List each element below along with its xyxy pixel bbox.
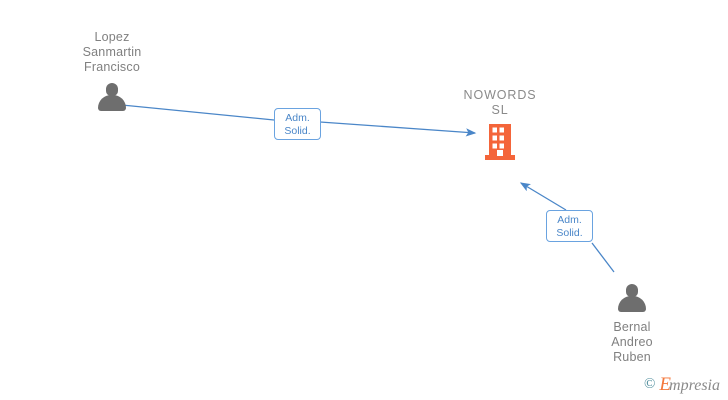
node-person-bernal[interactable]: Bernal Andreo Ruben [566, 284, 698, 365]
edge-lopez-to-company-right [319, 121, 477, 137]
building-icon [485, 124, 515, 160]
empresia-watermark: © E mpresia [644, 375, 720, 394]
person-icon [95, 83, 129, 111]
edge-bernal-to-company-lower [591, 242, 615, 273]
brand-initial: E [659, 374, 672, 395]
edge-label-adm-solid-lopez[interactable]: Adm. Solid. [274, 108, 321, 140]
person-icon [615, 284, 649, 312]
node-label-bernal: Bernal Andreo Ruben [611, 320, 653, 364]
node-person-lopez[interactable]: Lopez Sanmartin Francisco [46, 30, 178, 111]
edge-lopez-to-company-left [121, 104, 275, 121]
node-label-lopez: Lopez Sanmartin Francisco [82, 30, 142, 74]
edge-label-adm-solid-bernal[interactable]: Adm. Solid. [546, 210, 593, 242]
copyright-icon: © [644, 376, 656, 392]
brand-name: mpresia [669, 377, 720, 394]
node-company-nowords[interactable]: NOWORDS SL [434, 88, 566, 160]
node-label-company: NOWORDS SL [463, 88, 537, 117]
edge-bernal-to-company-upper [519, 182, 567, 211]
